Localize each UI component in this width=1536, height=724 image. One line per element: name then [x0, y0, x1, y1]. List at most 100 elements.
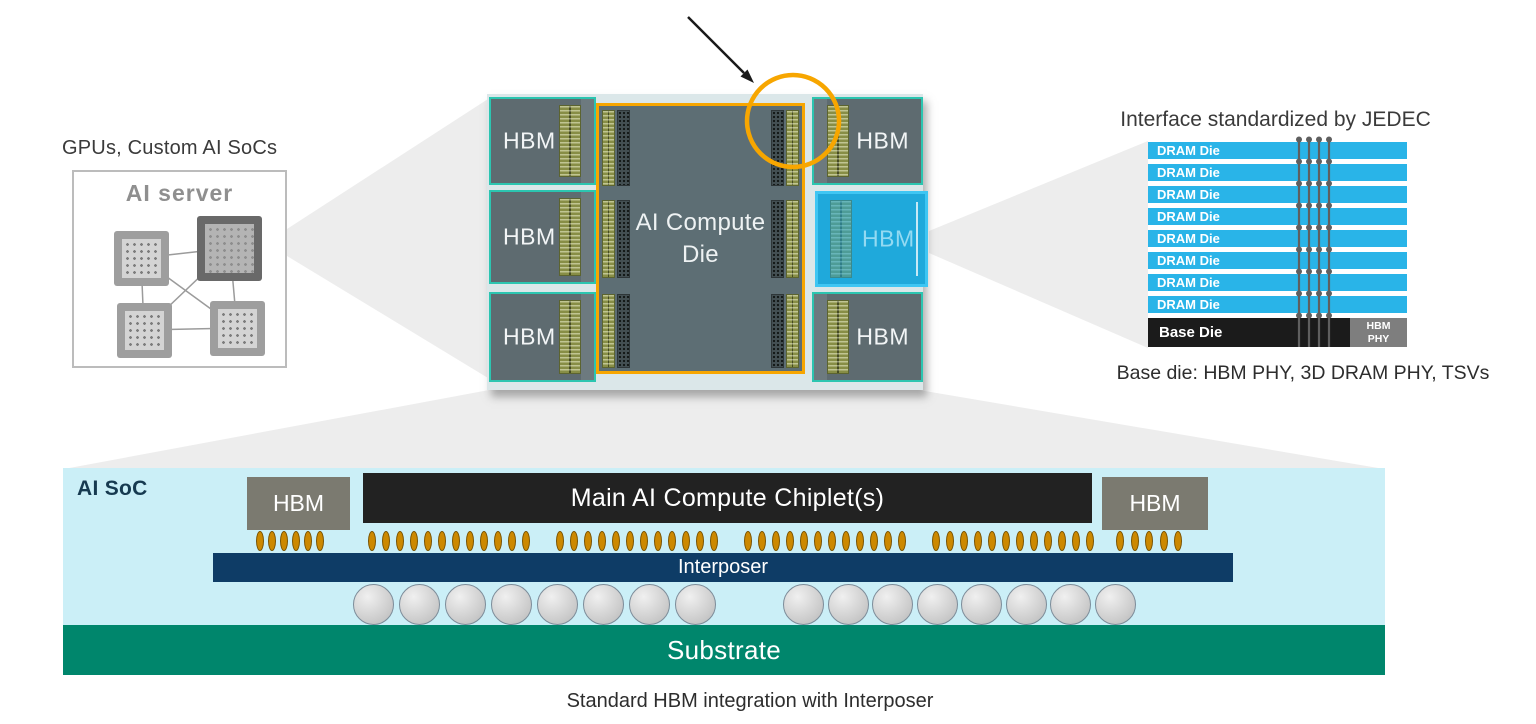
hbm-tile: HBM: [489, 190, 596, 284]
hbm-tile: HBM: [812, 97, 923, 185]
die-phy-group: [602, 200, 630, 278]
hbm-stack-caption: Base die: HBM PHY, 3D DRAM PHY, TSVs: [1116, 362, 1490, 384]
dram-die-row: DRAM Die: [1148, 208, 1407, 225]
microbump: [1072, 531, 1080, 551]
solder-ball: [583, 584, 624, 625]
microbump: [584, 531, 592, 551]
microbump: [1030, 531, 1038, 551]
microbump: [292, 531, 300, 551]
chip-die-grid: [122, 239, 161, 278]
solder-ball: [961, 584, 1002, 625]
dram-die-row: DRAM Die: [1148, 164, 1407, 181]
microbump: [786, 531, 794, 551]
microbump: [368, 531, 376, 551]
microbump: [438, 531, 446, 551]
gpu-chip-icon-highlighted: [197, 216, 262, 281]
microbump: [682, 531, 690, 551]
microbump: [570, 531, 578, 551]
microbump: [1044, 531, 1052, 551]
hbm-phy-band: [814, 294, 827, 380]
microbump: [522, 531, 530, 551]
dram-die-row: DRAM Die: [1148, 296, 1407, 313]
microbump: [316, 531, 324, 551]
microbump: [800, 531, 808, 551]
cross-section-caption: Standard HBM integration with Interposer: [566, 690, 934, 712]
microbump: [410, 531, 418, 551]
hbm-phy-strip: [827, 105, 849, 177]
microbump: [884, 531, 892, 551]
server-panel-title: GPUs, Custom AI SoCs: [62, 137, 278, 159]
wedge-chip-to-crosssection: [64, 390, 1384, 469]
hbm-tile-label: HBM: [503, 127, 556, 154]
microbump: [842, 531, 850, 551]
microbump: [1002, 531, 1010, 551]
microbump: [654, 531, 662, 551]
highlight-inner-line: [916, 202, 918, 276]
microbump: [382, 531, 390, 551]
microbump: [1058, 531, 1066, 551]
substrate: Substrate: [63, 625, 1385, 675]
ai-server-label: AI server: [125, 180, 234, 206]
solder-ball: [1094, 584, 1136, 625]
hbm-phy-strip: [559, 300, 581, 374]
dram-die-row: DRAM Die: [1148, 274, 1407, 291]
hbm-tile-label: HBM: [503, 223, 556, 250]
hbm-phy-strip: [559, 105, 581, 177]
microbump: [668, 531, 676, 551]
microbump: [870, 531, 878, 551]
soc-label: AI SoC: [77, 477, 148, 500]
microbump: [466, 531, 474, 551]
main-compute-chiplet: Main AI Compute Chiplet(s): [363, 473, 1092, 523]
hbm-phy-strip: [827, 300, 849, 374]
base-die-label: Base Die: [1159, 324, 1223, 341]
microbump: [598, 531, 606, 551]
ai-compute-die-label: AI Compute Die: [635, 209, 766, 268]
hbm-tile: HBM: [489, 97, 596, 185]
microbump: [494, 531, 502, 551]
solder-ball: [445, 584, 486, 625]
microbump: [1159, 531, 1168, 551]
ai-server-box: AI server: [72, 170, 287, 368]
microbump: [268, 531, 276, 551]
soc-package: HBM HBM HBM HBM HBM AI Compute Die: [487, 94, 928, 390]
dram-die-row: DRAM Die: [1148, 230, 1407, 247]
hbm-tile: HBM: [812, 292, 923, 382]
hbm-phy-band: [581, 99, 594, 183]
microbump: [932, 531, 940, 551]
die-phy-group: [771, 200, 799, 278]
microbump: [612, 531, 620, 551]
wedge-hbm-to-stack: [929, 141, 1148, 348]
solder-ball: [827, 584, 869, 625]
microbump: [946, 531, 954, 551]
microbump: [814, 531, 822, 551]
chip-die-grid: [205, 224, 254, 273]
solder-ball: [1005, 584, 1047, 625]
microbump: [696, 531, 704, 551]
microbump: [424, 531, 432, 551]
die-phy-group: [771, 294, 799, 368]
cross-section-hbm-right: HBM: [1102, 477, 1208, 530]
microbump: [898, 531, 906, 551]
microbump: [1016, 531, 1024, 551]
solder-ball: [399, 584, 440, 625]
microbump: [974, 531, 982, 551]
gpu-chip-icon: [114, 231, 169, 286]
solder-ball: [783, 584, 824, 625]
microbump: [508, 531, 516, 551]
microbump: [856, 531, 864, 551]
hbm-tile: HBM: [489, 292, 596, 382]
cross-section-hbm-left: HBM: [247, 477, 350, 530]
hbm-tile-label: HBM: [862, 225, 915, 252]
microbump: [744, 531, 752, 551]
microbump: [396, 531, 404, 551]
microbump: [960, 531, 968, 551]
hbm-phy-band: [581, 192, 594, 282]
hbm-tile-label: HBM: [856, 323, 909, 350]
gpu-chip-icon: [117, 303, 172, 358]
dram-die-row: DRAM Die: [1148, 142, 1407, 159]
microbump: [988, 531, 996, 551]
microbump: [1116, 531, 1124, 551]
hbm-phy-strip: [559, 198, 581, 276]
